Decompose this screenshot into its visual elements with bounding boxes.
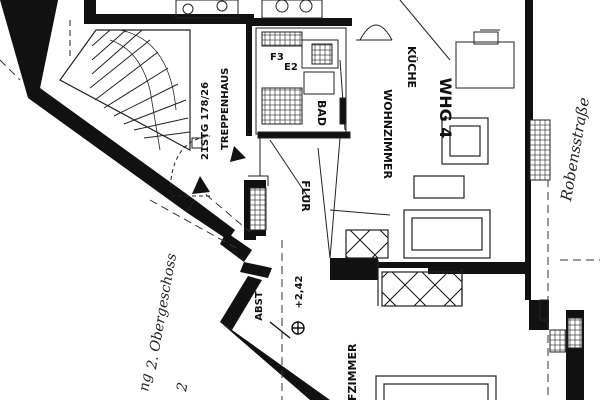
- apartment-label: WHG 4: [436, 78, 455, 139]
- outer-walls: [0, 0, 584, 400]
- corner-number-handwriting: 2: [174, 381, 191, 394]
- top-fixtures: [175, 0, 323, 19]
- living-room-label: WOHNZIMMER: [381, 89, 394, 179]
- abst-label: ABST: [254, 291, 265, 321]
- staircase: [59, 20, 191, 152]
- living-room-furniture: [345, 117, 491, 307]
- bath-f-label: F3: [270, 52, 284, 63]
- bath-label: BAD: [315, 100, 328, 126]
- hallway-label: FLUR: [299, 180, 312, 212]
- street-handwriting: Robensstraße: [557, 96, 593, 204]
- markers: [191, 137, 246, 194]
- kitchen-label: KÜCHE: [405, 46, 419, 88]
- hallway-lines: [169, 135, 391, 259]
- dashed-lines: [0, 59, 600, 400]
- elevation-label: +2,42: [294, 275, 305, 308]
- floor-handwriting: 2. Obergeschoss: [144, 252, 180, 371]
- stairwell-label: TREPPENHAUS: [220, 68, 231, 150]
- right-columns: [529, 119, 583, 353]
- kitchen-area: [356, 0, 515, 89]
- stair-count-label: 21STG 178/26: [200, 82, 211, 160]
- bedroom-furniture: [375, 375, 497, 400]
- abst-symbol: [269, 321, 305, 339]
- bedroom-label: LAFZIMMER: [346, 343, 359, 400]
- corner-handwriting: ng: [136, 372, 155, 393]
- bath-e-label: E2: [284, 62, 298, 73]
- bath-area: [255, 27, 351, 139]
